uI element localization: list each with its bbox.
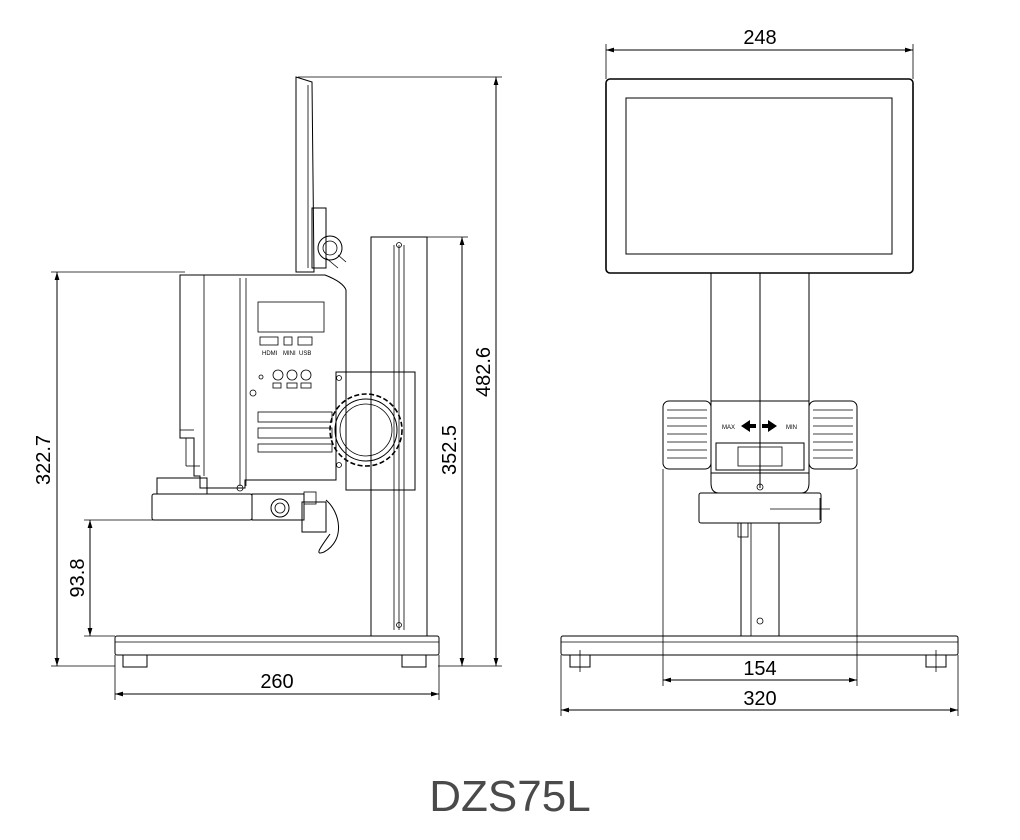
dim-overall-height-label: 482.6 [473,347,495,397]
mini-port-label: MINI [283,351,296,357]
dim-base-depth: 260 [114,655,440,700]
model-name: DZS75L [429,772,591,821]
dim-base-depth-label: 260 [260,671,293,693]
side-focus-block [329,371,416,491]
arrow-right-icon [762,420,777,432]
front-zoom-assembly: MAX MIN [662,400,858,491]
hdmi-port-label: HDMI [262,351,278,357]
side-view: HDMI MINI USB [33,76,502,700]
dim-head-height-label: 322.7 [33,435,55,485]
front-monitor [605,78,914,274]
usb-port-label: USB [299,351,311,357]
dim-knob-span-label: 154 [743,658,776,680]
zoom-min-label: MIN [786,425,797,431]
dim-column-height: 352.5 [427,236,468,666]
dim-stage-height-label: 93.8 [67,559,89,598]
front-view: MAX MIN [560,27,959,716]
dim-stage-height: 93.8 [67,519,155,637]
side-column [370,236,428,637]
dim-base-width-label: 320 [743,688,776,710]
dim-knob-span: 154 [662,469,858,686]
side-monitor [295,76,347,273]
front-column [710,272,810,488]
arrow-left-icon [741,420,756,432]
side-camera-body: HDMI MINI USB [179,274,347,492]
zoom-max-label: MAX [722,425,735,431]
dim-column-height-label: 352.5 [439,425,461,475]
dim-overall-height: 482.6 [298,76,502,667]
dim-monitor-width: 248 [605,27,914,79]
side-stage [151,477,339,554]
dim-monitor-width-label: 248 [743,27,776,49]
side-base-plate [114,635,440,668]
front-stage [698,473,830,637]
dim-base-width: 320 [560,655,959,716]
dim-head-height: 322.7 [33,271,185,667]
front-base-plate [560,635,959,672]
